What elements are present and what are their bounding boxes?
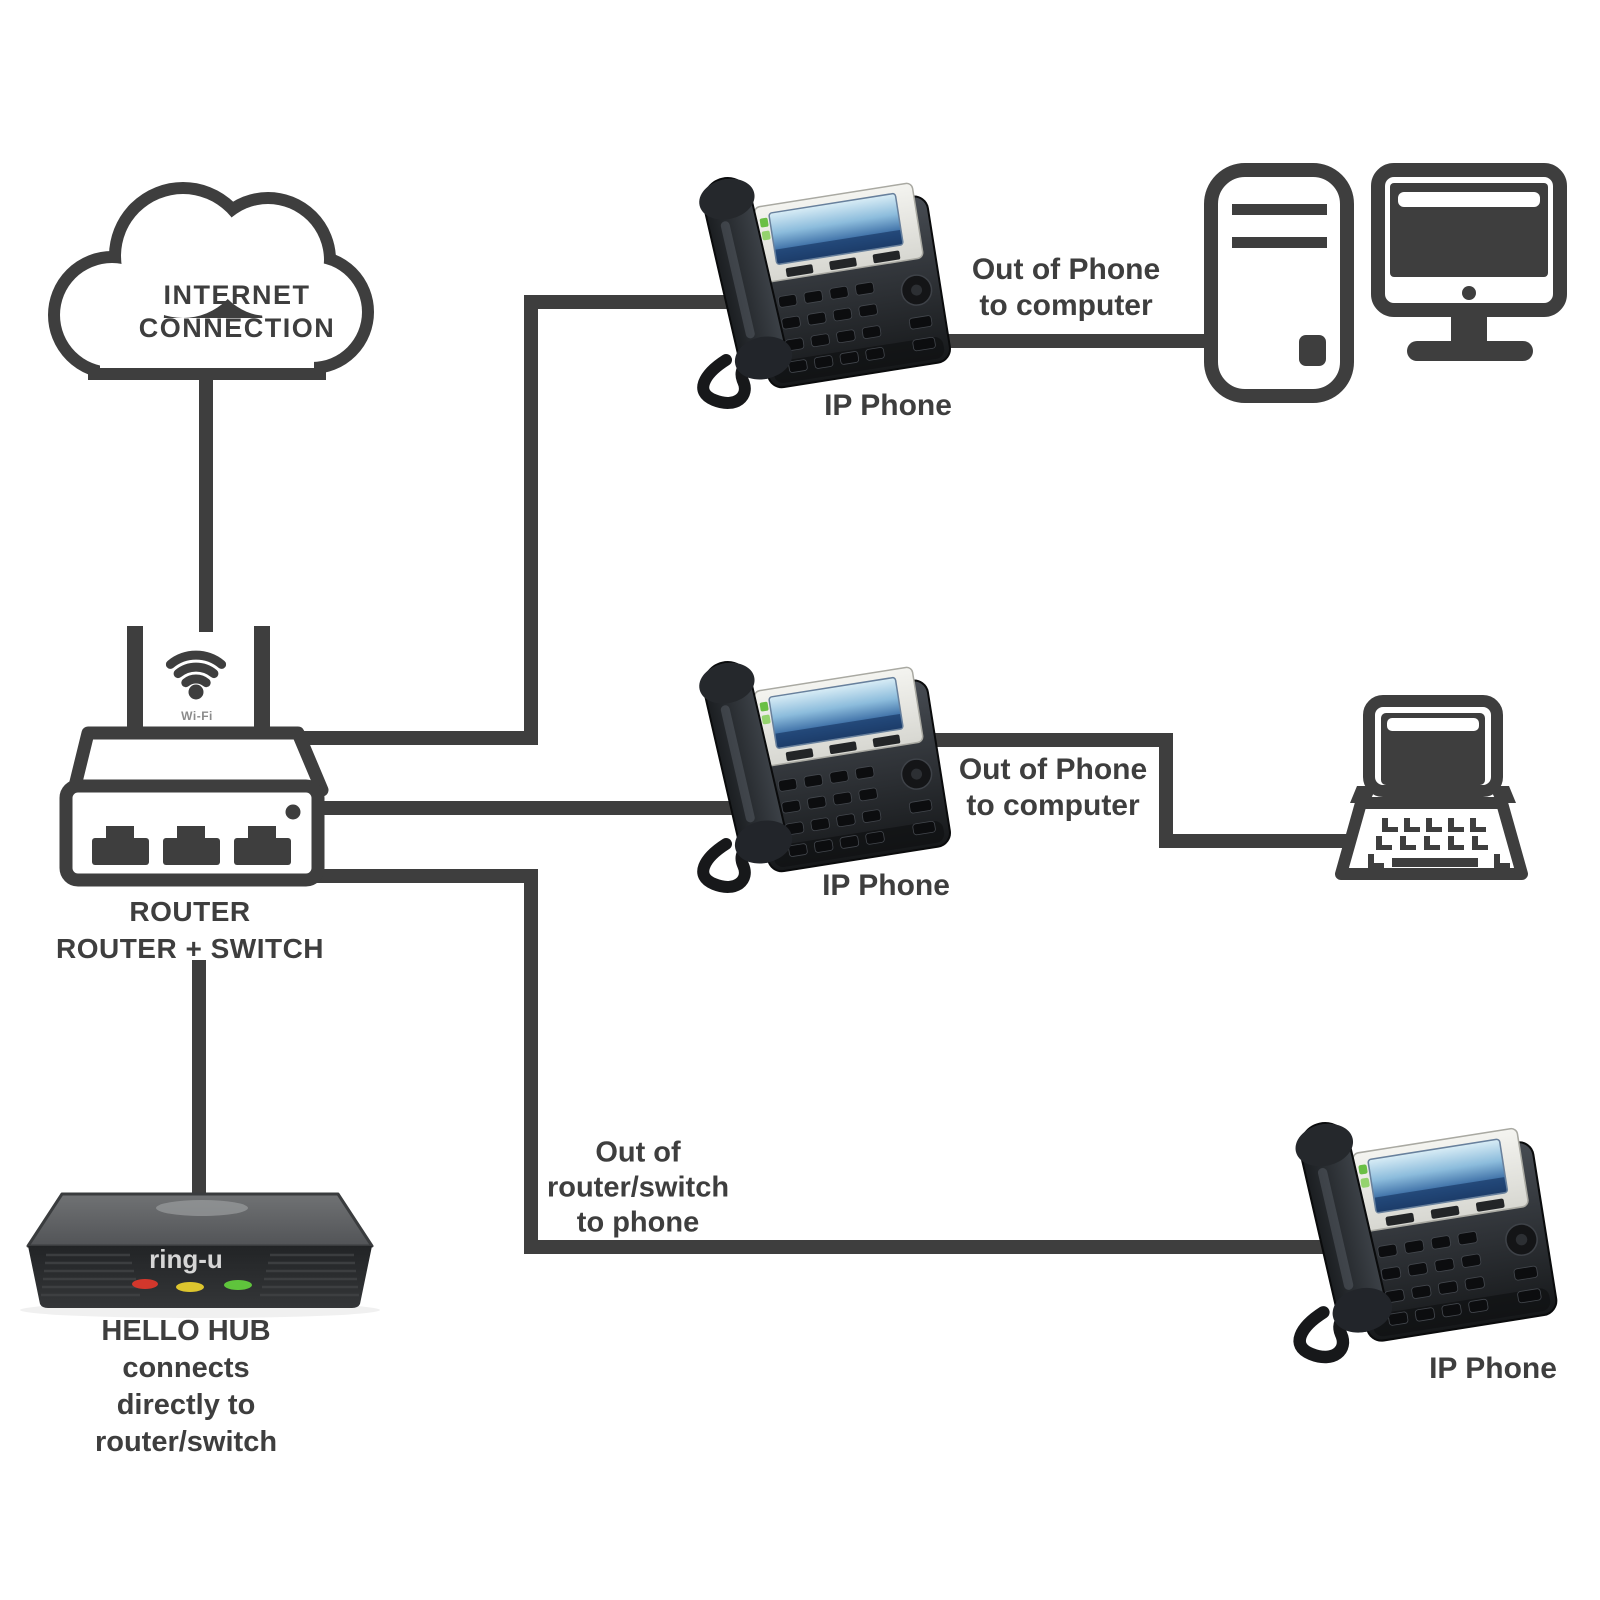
hub-led-green-icon — [224, 1280, 252, 1290]
ethernet-ports-icon — [92, 826, 291, 865]
ip-phone-label-middle: IP Phone — [822, 869, 950, 902]
desktop-monitor-icon — [1371, 163, 1567, 361]
ip-phone-label-bottom: IP Phone — [1429, 1352, 1557, 1385]
cable-router-to-phone-bottom — [315, 869, 1390, 1254]
hub-label-line3: directly to — [116, 1389, 256, 1421]
internet-connection-line2: CONNECTION — [138, 313, 336, 343]
wifi-waves-icon — [165, 650, 227, 688]
ip-phone-middle-icon — [694, 656, 952, 887]
ip-phone-bottom-icon — [1290, 1117, 1558, 1357]
router-label-line2: ROUTER + SWITCH — [55, 933, 325, 964]
out-of-phone-top-label: Out of Phone to computer — [972, 252, 1160, 324]
out-of-router-label: Out of router/switch to phone — [547, 1136, 729, 1241]
cable-router-to-phone-top — [280, 295, 800, 745]
out-of-phone-middle-line2: to computer — [966, 789, 1140, 822]
laptop-icon — [1335, 695, 1528, 880]
wifi-label: Wi-Fi — [181, 709, 213, 723]
hello-hub-icon: ring-u — [20, 1192, 380, 1318]
internet-cloud-icon — [48, 182, 374, 380]
out-of-phone-middle-label: Out of Phone to computer — [959, 752, 1147, 824]
laptop-keys-icon — [1368, 818, 1510, 868]
out-of-phone-middle-line1: Out of Phone — [958, 753, 1148, 786]
hub-label-line4: router/switch — [94, 1426, 278, 1458]
out-of-phone-top-line2: to computer — [979, 289, 1153, 322]
hub-label: HELLO HUB connects directly to router/sw… — [95, 1313, 277, 1461]
router-switch-icon — [59, 726, 329, 887]
out-of-router-line3: to phone — [576, 1206, 700, 1239]
out-of-router-line1: Out of — [595, 1136, 681, 1169]
router-label: ROUTER ROUTER + SWITCH — [56, 893, 324, 967]
internet-connection-line1: INTERNET — [163, 280, 311, 310]
wifi-antenna-icon — [127, 626, 270, 736]
ip-phone-top-icon — [694, 172, 952, 403]
router-label-line1: ROUTER — [129, 896, 251, 927]
internet-connection-label: INTERNET CONNECTION — [139, 279, 336, 345]
desktop-tower-icon — [1204, 163, 1354, 403]
cable-phone-middle-to-laptop — [880, 733, 1350, 848]
hub-label-line2: connects — [122, 1352, 250, 1384]
hub-brand: ring-u — [149, 1244, 223, 1274]
out-of-phone-top-line1: Out of Phone — [971, 253, 1161, 286]
hub-led-yellow-icon — [176, 1282, 204, 1292]
hub-led-red-icon — [132, 1279, 158, 1289]
router-led-icon — [285, 804, 301, 820]
ip-phone-label-top: IP Phone — [824, 389, 952, 422]
out-of-router-line2: router/switch — [546, 1171, 730, 1204]
hub-label-line1: HELLO HUB — [101, 1315, 271, 1347]
